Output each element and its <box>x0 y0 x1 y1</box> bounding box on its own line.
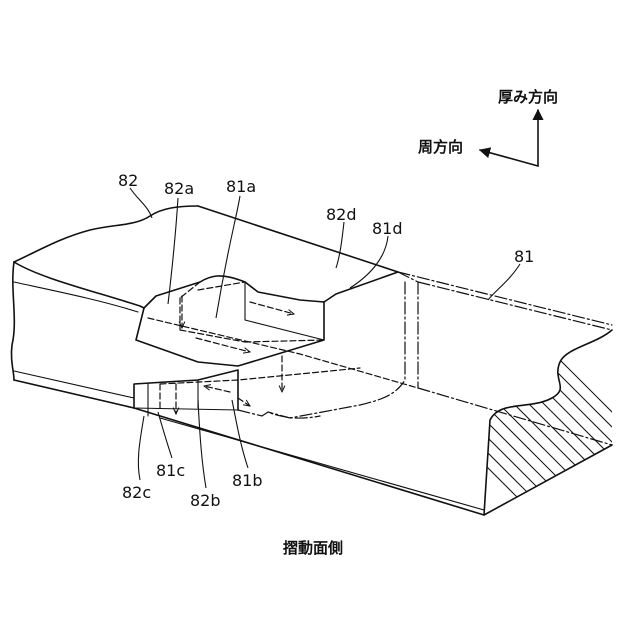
member-81-hidden-step <box>180 282 324 342</box>
label-82: 82 <box>118 171 138 190</box>
member-82-broken-edge <box>14 206 198 262</box>
leader-82 <box>130 188 152 218</box>
thickness-direction-label: 厚み方向 <box>498 88 558 106</box>
label-81: 81 <box>514 247 534 266</box>
label-81d: 81d <box>372 219 403 238</box>
circumferential-direction-label: 周方向 <box>418 138 463 156</box>
flow-arrow-right-lower <box>238 398 250 406</box>
member-82-top-front-edge <box>14 262 144 308</box>
leader-82a <box>168 198 178 304</box>
label-82a: 82a <box>164 179 194 198</box>
member-82-top-back-edge <box>198 206 398 272</box>
flow-arrow-upper <box>250 302 294 314</box>
leader-lines <box>130 188 520 488</box>
member-82-lower-notch <box>134 370 238 410</box>
section-hatching <box>320 300 640 520</box>
leader-81a <box>216 196 240 318</box>
leader-82b <box>198 400 206 488</box>
member-82-lower-base <box>134 408 238 410</box>
member-81-inner-lower <box>238 410 320 418</box>
circumferential-direction-arrow <box>480 150 538 166</box>
label-81b: 81b <box>232 471 263 490</box>
seal-member-82 <box>11 206 398 416</box>
direction-indicator: 厚み方向 周方向 <box>418 88 558 166</box>
sliding-surface-side-caption: 摺動面側 <box>283 539 343 557</box>
member-81-front-bottom <box>418 388 612 445</box>
label-82d: 82d <box>326 205 357 224</box>
member-82-upper-notch <box>136 272 398 366</box>
member-81-underside <box>134 408 484 515</box>
leader-82c <box>138 416 144 480</box>
seal-member-81 <box>134 272 640 520</box>
label-81c: 81c <box>156 461 185 480</box>
label-82c: 82c <box>122 483 151 502</box>
label-81a: 81a <box>226 177 256 196</box>
member-81-top-front-edge <box>418 282 612 330</box>
flow-arrow-lower-left <box>204 386 230 392</box>
label-82b: 82b <box>190 491 221 510</box>
leader-81 <box>488 264 520 300</box>
leader-82d <box>336 222 344 268</box>
reference-labels: 82 82a 81a 82d 81d 81 82c 81c 82b 81b <box>118 171 534 510</box>
member-82-left-broken-side <box>11 262 14 380</box>
member-82-step-floor <box>245 320 324 340</box>
member-81-top-back-edge <box>398 272 612 325</box>
member-81-hidden-lower <box>160 368 360 410</box>
member-81-top-left-edge <box>398 272 418 282</box>
